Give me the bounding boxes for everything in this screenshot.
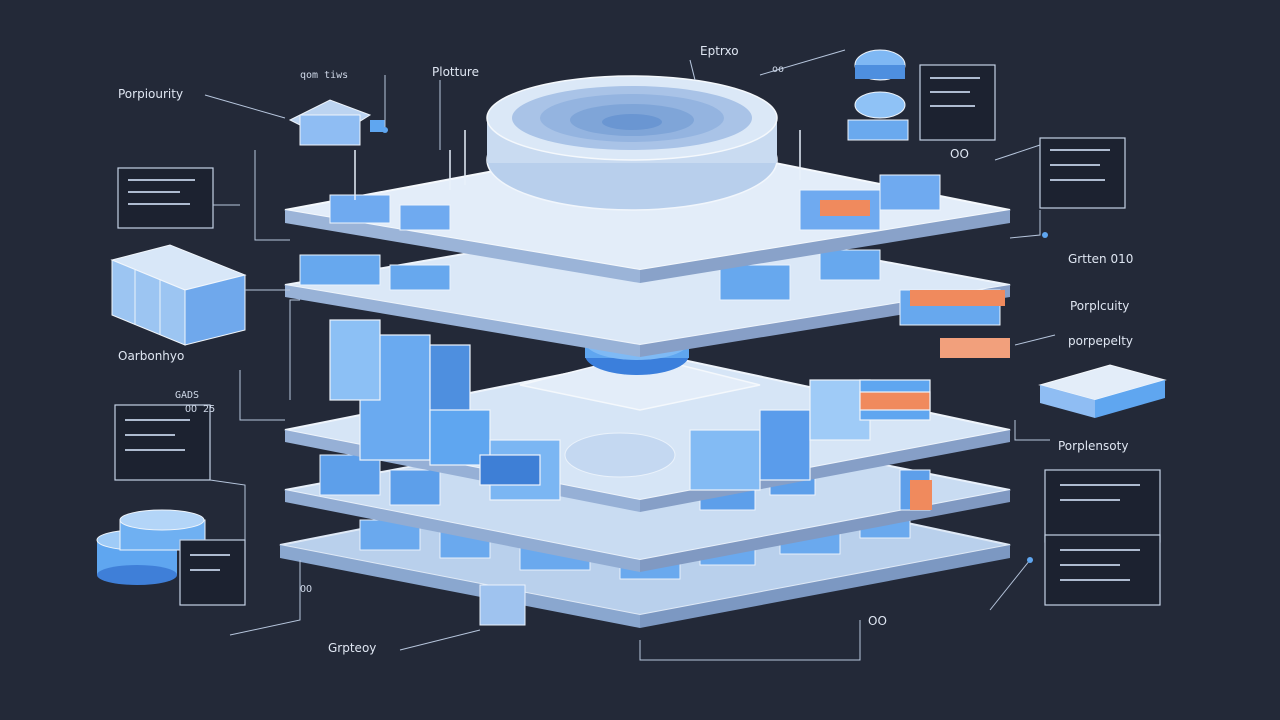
floating-server-left — [110, 244, 247, 346]
antenna-poles — [354, 130, 801, 200]
label-mid-left: Oarbonhyo — [118, 349, 184, 363]
label-bottom-center: OO — [868, 614, 887, 628]
diagram-labels: Porpiourity qom tiws Plotture Eptrxo oo … — [118, 44, 1133, 655]
label-mid-left-small-2: OO 25 — [185, 404, 215, 415]
label-right-3: porpepelty — [1068, 334, 1133, 348]
label-top-center-2: Eptrxo — [700, 44, 739, 58]
label-misc-oo: OO — [950, 147, 969, 161]
leader-lines — [204, 49, 1056, 661]
label-top-left: Porpiourity — [118, 87, 183, 101]
platform-level-4 — [284, 218, 1011, 358]
floating-cylinder-left — [96, 509, 206, 585]
connector-dots — [382, 127, 1048, 563]
server-racks-middle — [329, 319, 931, 501]
label-mid-left-small-1: GADS — [175, 390, 199, 401]
floating-discs-top-right — [847, 49, 909, 141]
label-right-1: Grtten 010 — [1068, 252, 1133, 266]
top-fan-dome — [486, 75, 778, 211]
label-right-2: Porplcuity — [1070, 299, 1129, 313]
label-bottom-left-small: OO — [300, 584, 312, 595]
floating-box-right — [1038, 364, 1167, 418]
label-top-center-3: oo — [772, 64, 784, 75]
label-top-left-small: qom tiws — [300, 70, 348, 81]
label-top-center-1: Plotture — [432, 65, 479, 79]
panel-text-lines — [125, 77, 1140, 581]
label-right-4: Porplensoty — [1058, 439, 1128, 453]
label-bottom-left: Grpteoy — [328, 641, 376, 655]
floating-module-top-left — [288, 99, 385, 146]
